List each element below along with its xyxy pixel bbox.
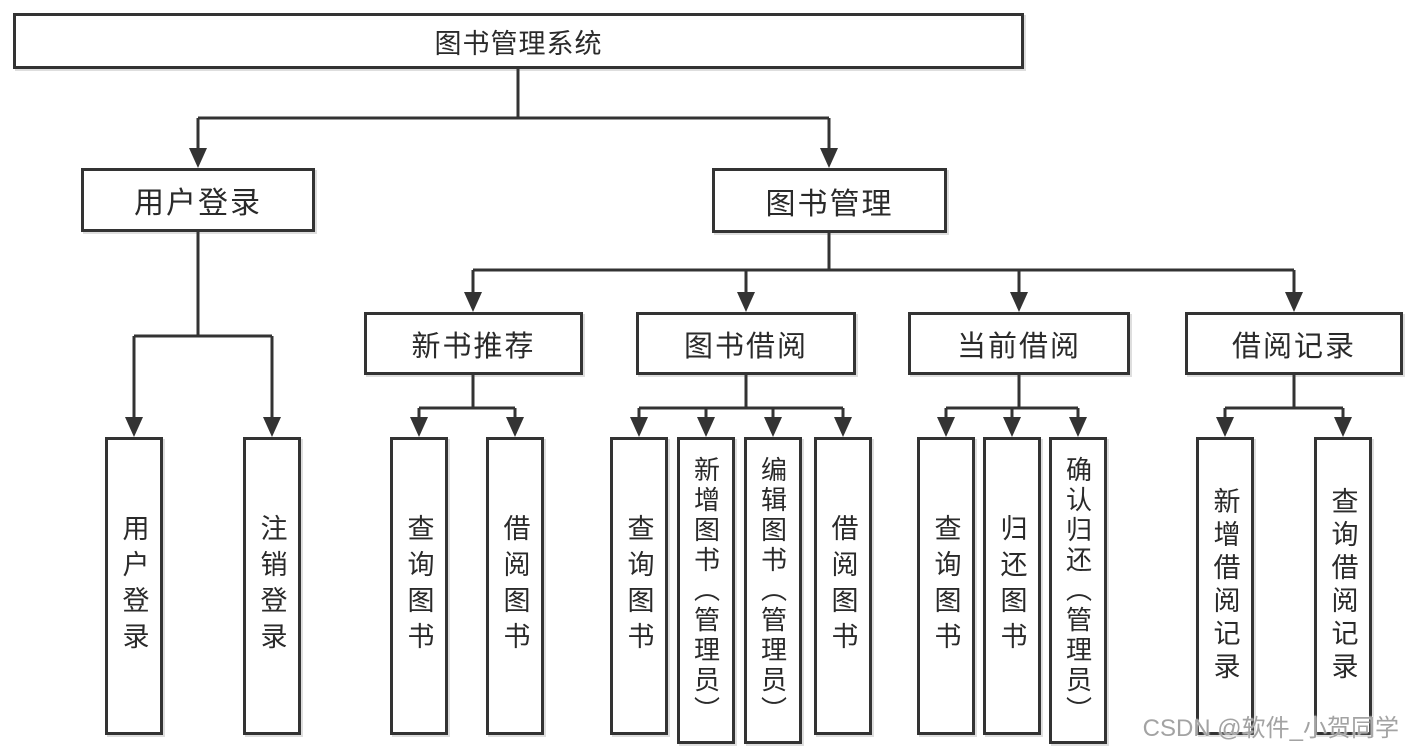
node-leaf-query-books: 查询图书 xyxy=(610,437,668,735)
node-label: 用户登录 xyxy=(118,514,149,658)
node-label: 图书管理系统 xyxy=(434,28,603,59)
node-leaf-query-books: 查询图书 xyxy=(390,437,448,735)
node-label: 查询借阅记录 xyxy=(1327,487,1358,685)
node-leaf-add-books-admin: 新增图书（管理员） xyxy=(677,437,735,744)
node-label: 图书借阅 xyxy=(683,330,808,363)
node-new-book-recommend: 新书推荐 xyxy=(364,312,583,375)
node-label: 查询图书 xyxy=(623,514,654,658)
node-label: 新增图书（管理员） xyxy=(690,455,721,726)
node-leaf-add-borrow-record: 新增借阅记录 xyxy=(1196,437,1254,735)
node-library-management-system: 图书管理系统 xyxy=(13,13,1024,69)
node-label: 借阅记录 xyxy=(1231,330,1356,363)
node-leaf-confirm-return-admin: 确认归还（管理员） xyxy=(1049,437,1107,744)
node-label: 查询图书 xyxy=(403,514,434,658)
node-label: 当前借阅 xyxy=(956,330,1081,363)
node-current-borrow: 当前借阅 xyxy=(908,312,1130,375)
node-label: 新增借阅记录 xyxy=(1209,487,1240,685)
node-borrow-record: 借阅记录 xyxy=(1185,312,1403,375)
node-label: 确认归还（管理员） xyxy=(1062,455,1093,726)
node-leaf-logout: 注销登录 xyxy=(243,437,301,735)
node-label: 借阅图书 xyxy=(499,514,530,658)
node-user-login: 用户登录 xyxy=(81,168,315,232)
node-label: 图书管理 xyxy=(765,187,894,221)
node-leaf-return-books: 归还图书 xyxy=(983,437,1041,735)
node-book-borrow: 图书借阅 xyxy=(636,312,856,375)
node-label: 新书推荐 xyxy=(411,330,536,363)
node-label: 用户登录 xyxy=(134,187,262,220)
node-label: 归还图书 xyxy=(996,514,1027,658)
node-leaf-borrow-books: 借阅图书 xyxy=(814,437,872,735)
node-label: 注销登录 xyxy=(256,514,287,658)
node-label: 查询图书 xyxy=(930,514,961,658)
csdn-watermark: CSDN @软件_小贺同学 xyxy=(1142,715,1399,742)
node-book-management: 图书管理 xyxy=(712,168,947,233)
node-label: 编辑图书（管理员） xyxy=(757,455,788,726)
node-leaf-query-borrow-record: 查询借阅记录 xyxy=(1314,437,1372,735)
node-leaf-edit-books-admin: 编辑图书（管理员） xyxy=(744,437,802,744)
node-leaf-query-books: 查询图书 xyxy=(917,437,975,735)
node-label: 借阅图书 xyxy=(827,514,858,658)
node-leaf-borrow-books: 借阅图书 xyxy=(486,437,544,735)
node-leaf-user-login: 用户登录 xyxy=(105,437,163,735)
